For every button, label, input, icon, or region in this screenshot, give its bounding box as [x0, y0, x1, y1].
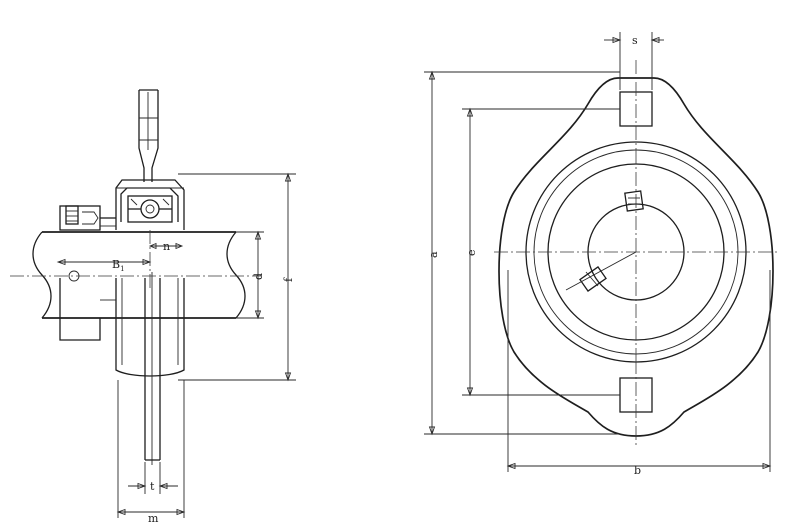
flange-top-stem	[138, 89, 159, 182]
label-a: a	[427, 251, 440, 258]
dim-f: f	[178, 172, 296, 382]
label-s: s	[632, 34, 638, 47]
flange-bottom-stem	[144, 272, 161, 465]
label-e: e	[465, 249, 478, 256]
locking-collar	[59, 205, 116, 231]
grease-fitting-mark	[68, 270, 80, 282]
set-screw-side	[565, 251, 637, 292]
set-screw-top	[624, 190, 644, 212]
front-view: s a e b	[424, 32, 780, 477]
dim-m: m	[116, 380, 186, 525]
label-f: f	[282, 277, 295, 282]
label-t: t	[150, 480, 155, 493]
bearing-ring	[127, 195, 173, 223]
dim-a: a	[424, 70, 620, 436]
label-n: n	[163, 240, 170, 253]
dim-t: t	[128, 462, 178, 494]
housing-lower	[59, 278, 185, 377]
dim-B1: B1	[56, 258, 152, 273]
dim-e: e	[462, 107, 620, 397]
label-b: b	[634, 464, 641, 477]
dim-b: b	[506, 270, 772, 477]
dim-n: n	[148, 240, 184, 253]
label-d: d	[252, 273, 265, 280]
dim-d: d	[236, 230, 265, 320]
top-bolt-slot	[619, 60, 653, 150]
dim-s: s	[604, 32, 664, 90]
shaft	[32, 231, 246, 319]
label-m: m	[148, 512, 159, 525]
housing-section	[115, 179, 185, 230]
side-view: B1 n d f	[10, 89, 296, 525]
label-B1: B1	[112, 258, 125, 273]
